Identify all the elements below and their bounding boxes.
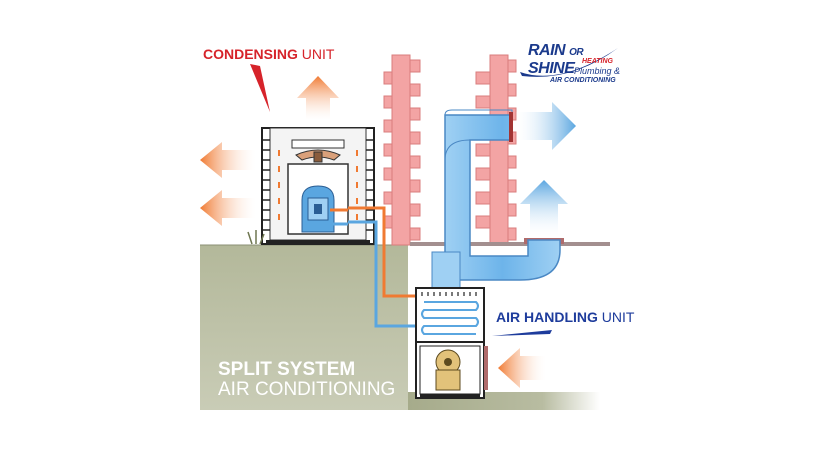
air-handling-pointer <box>492 330 552 336</box>
split-system-title: SPLIT SYSTEM AIR CONDITIONING <box>218 360 395 400</box>
hot-air-arrow-up <box>297 76 339 120</box>
logo-air-conditioning: AIR CONDITIONING <box>550 77 616 84</box>
condensing-label-bold: CONDENSING <box>203 46 298 62</box>
condensing-label-rest: UNIT <box>301 46 335 62</box>
grass-tuft <box>247 230 265 245</box>
condensing-pointer <box>250 64 270 112</box>
air-handling-unit-label: AIR HANDLING UNIT <box>496 309 634 325</box>
air-handling-label-rest: UNIT <box>601 309 635 325</box>
split-system-title-line1: SPLIT SYSTEM <box>218 359 356 380</box>
split-system-title-line2: AIR CONDITIONING <box>218 379 396 400</box>
ductwork <box>431 109 561 293</box>
cool-air-arrow-up <box>520 180 568 236</box>
logo-plumbing: Plumbing & <box>574 66 621 76</box>
air-handling-label-bold: AIR HANDLING <box>496 309 598 325</box>
logo-brand: RAIN OR SHINE <box>528 42 624 78</box>
air-handling-unit <box>415 287 488 399</box>
return-air-arrow <box>498 348 546 388</box>
hot-air-arrow-left-bottom <box>200 190 256 226</box>
condensing-unit-label: CONDENSING UNIT <box>203 46 334 62</box>
brick-wall-right <box>475 54 517 246</box>
rain-or-shine-logo: RAIN OR SHINE HEATING Plumbing & AIR CON… <box>524 40 624 90</box>
logo-brand-word2: SHINE <box>528 60 575 77</box>
hot-air-arrow-left-top <box>200 142 256 178</box>
brick-wall-left <box>383 54 421 246</box>
logo-brand-or: OR <box>569 47 584 58</box>
refrigerant-lines <box>330 206 416 328</box>
logo-brand-word1: RAIN <box>528 42 566 59</box>
logo-heating: HEATING <box>582 58 613 65</box>
condensing-unit <box>261 127 375 245</box>
cool-air-arrow-right <box>516 102 576 150</box>
